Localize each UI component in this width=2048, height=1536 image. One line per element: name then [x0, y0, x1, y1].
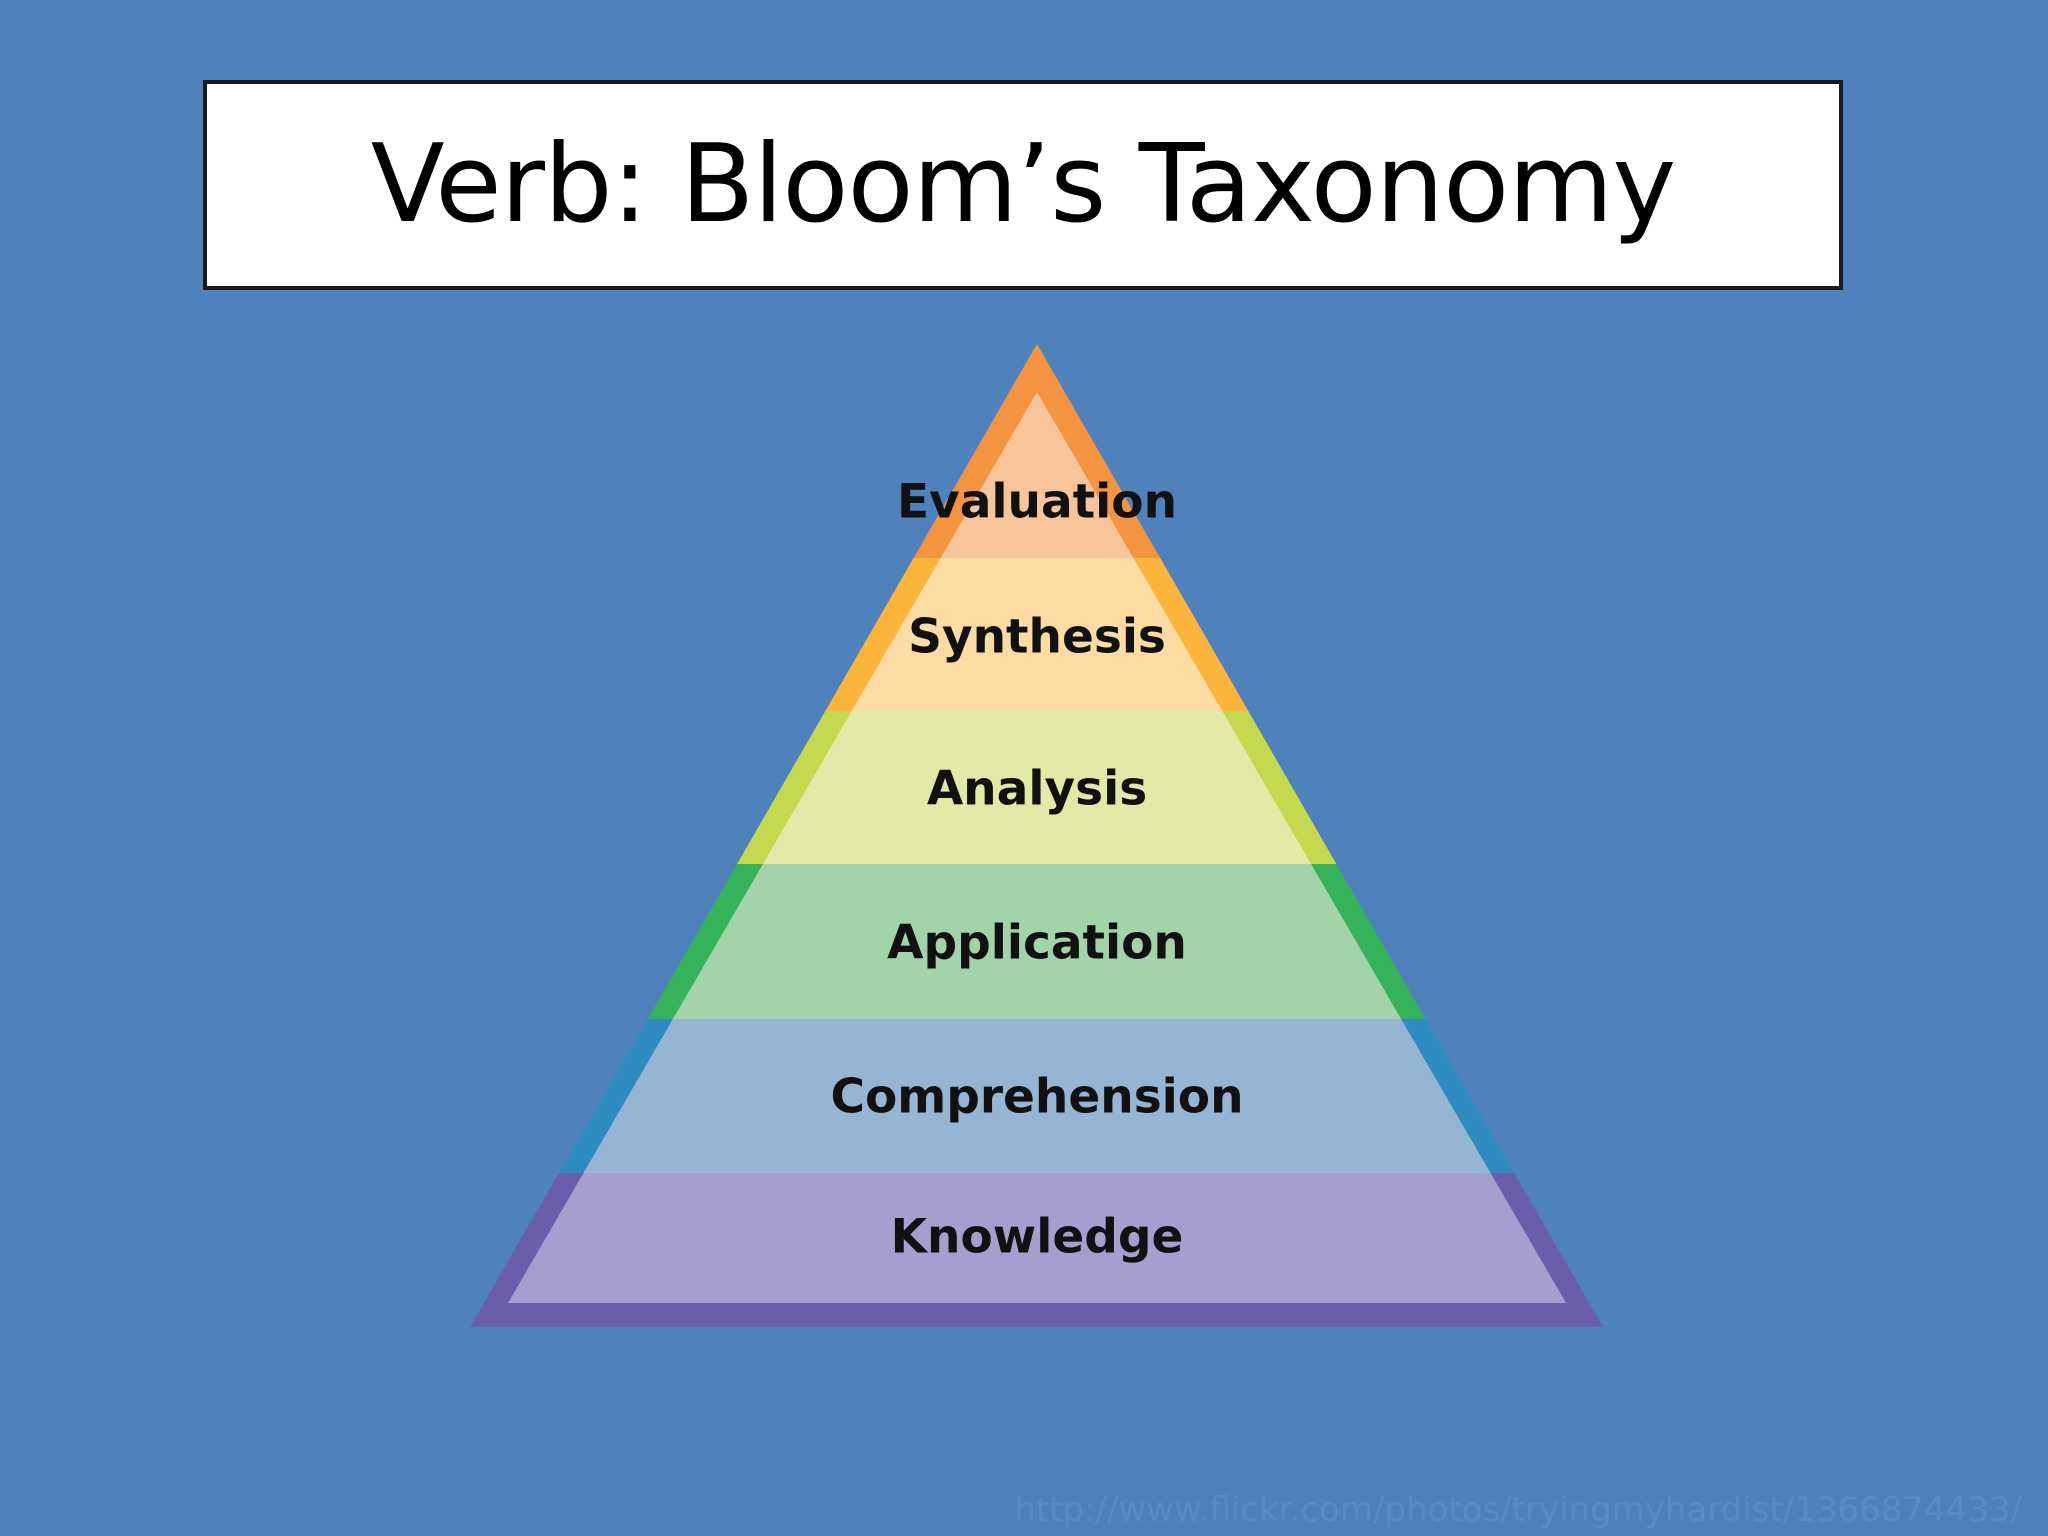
pyramid-labels: EvaluationSynthesisAnalysisApplicationCo…: [830, 475, 1243, 1265]
image-credit-url: http://www.flickr.com/photos/tryingmyhar…: [1014, 1490, 2022, 1530]
pyramid-level-label-evaluation: Evaluation: [897, 475, 1177, 530]
pyramid-level-label-application: Application: [887, 916, 1187, 971]
pyramid-fill-bands: [508, 392, 1566, 1303]
pyramid-band-fill-application: [672, 864, 1402, 1019]
pyramid-level-label-analysis: Analysis: [927, 762, 1147, 817]
pyramid-band-fill-synthesis: [851, 558, 1223, 711]
pyramid-band-fill-evaluation: [940, 392, 1134, 558]
pyramid-band-fill-analysis: [762, 711, 1312, 864]
pyramid-level-label-comprehension: Comprehension: [830, 1070, 1243, 1125]
slide-title-box: Verb: Bloom’s Taxonomy: [203, 80, 1843, 290]
slide-title: Verb: Bloom’s Taxonomy: [370, 122, 1677, 247]
pyramid-level-label-knowledge: Knowledge: [891, 1210, 1184, 1265]
pyramid-level-label-synthesis: Synthesis: [908, 610, 1166, 665]
pyramid-band-fill-comprehension: [583, 1019, 1491, 1173]
pyramid-band-fill-knowledge: [508, 1173, 1566, 1303]
